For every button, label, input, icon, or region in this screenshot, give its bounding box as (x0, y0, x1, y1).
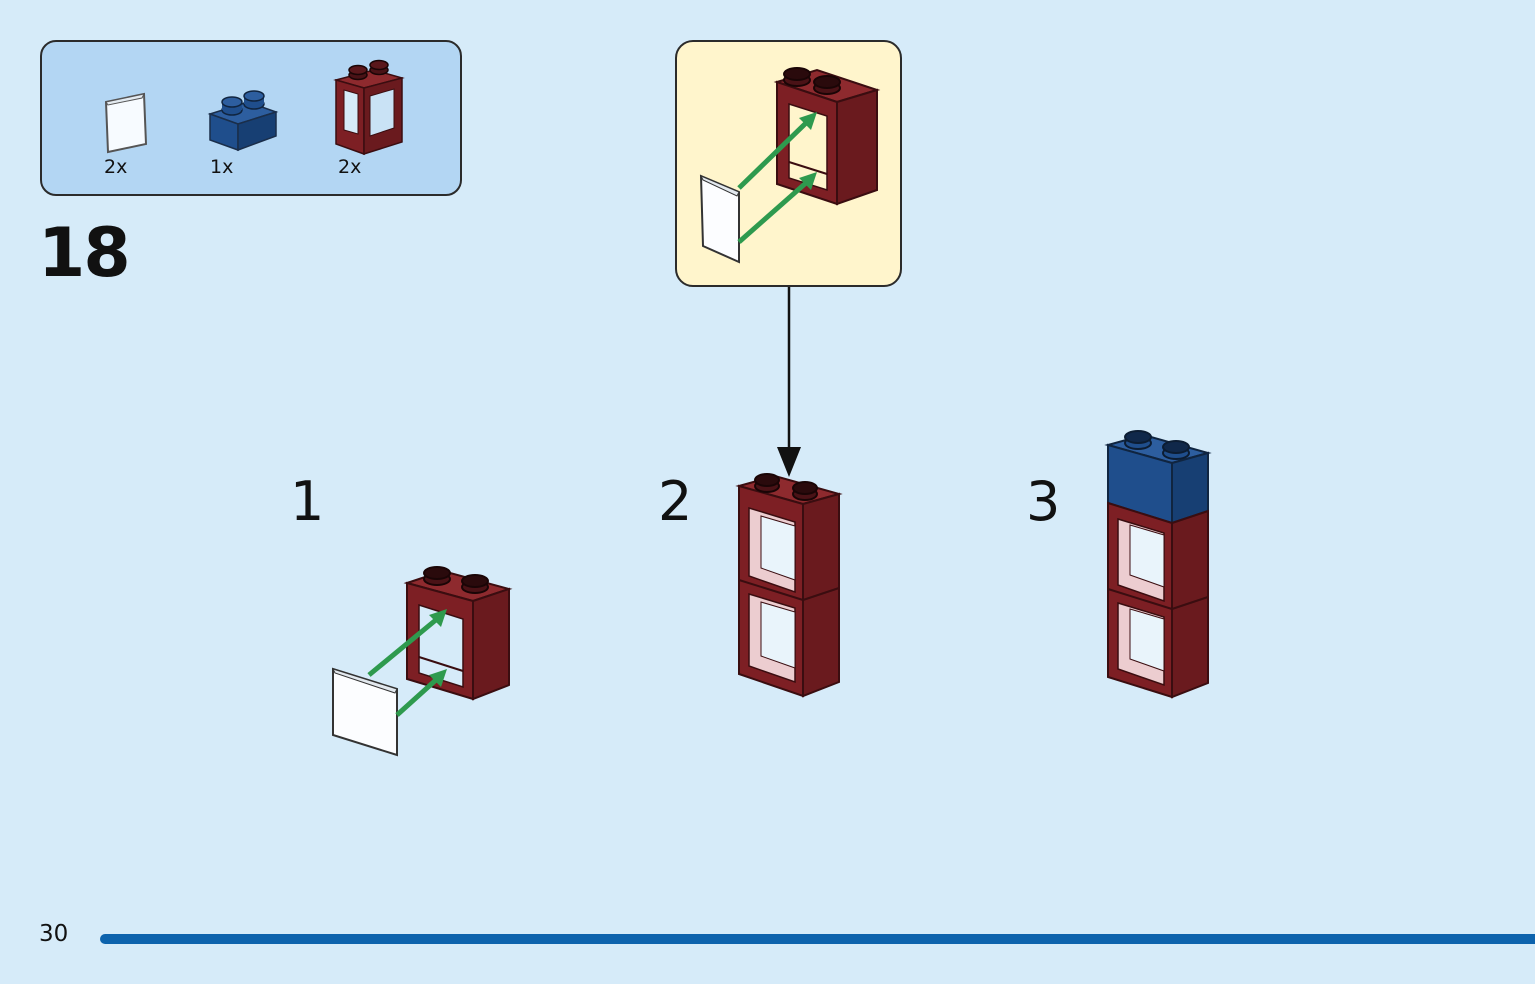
part-qty-brick: 1x (210, 156, 234, 178)
substep-label-1: 1 (290, 470, 325, 533)
substep-label-2: 2 (658, 470, 693, 533)
substep-3-illustration (1104, 430, 1212, 699)
part-qty-frame: 2x (338, 156, 362, 178)
blue-brick-1x2-icon (207, 90, 279, 152)
window-glass-icon (104, 92, 148, 154)
substep-label-3: 3 (1026, 470, 1061, 533)
substep-1-illustration (332, 566, 513, 757)
red-window-frame-icon (333, 59, 405, 156)
parts-list-box: 2x 1x 2x (40, 40, 462, 196)
callout-box (675, 40, 902, 287)
substep-2-illustration (735, 473, 843, 698)
callout-connector-arrow (777, 287, 801, 477)
progress-bar (100, 934, 1535, 944)
callout-assembly-illustration (699, 67, 881, 264)
part-qty-glass: 2x (104, 156, 128, 178)
step-number: 18 (38, 214, 131, 293)
page-number: 30 (39, 921, 69, 947)
